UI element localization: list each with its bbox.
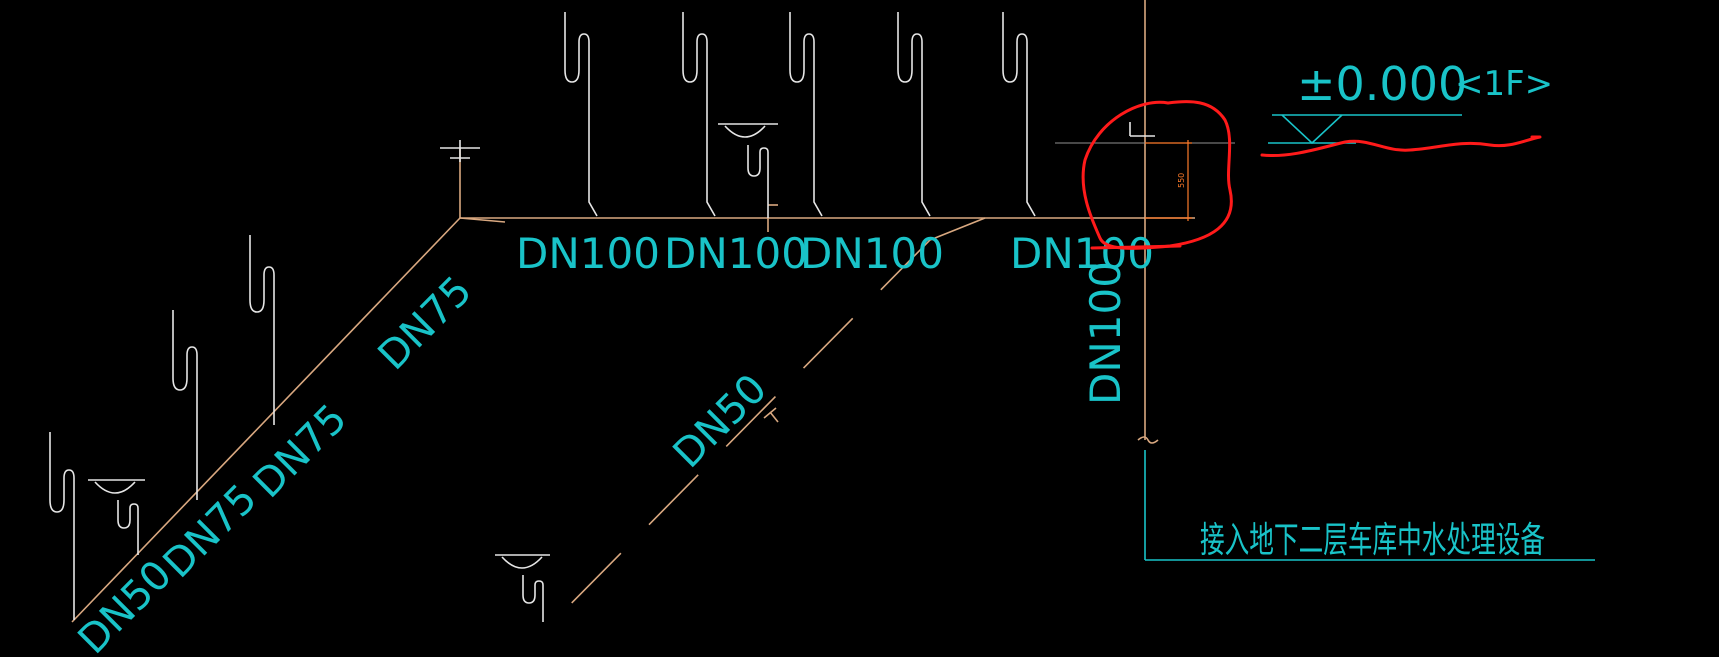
label-dn75-mid: DN75 [245,396,356,507]
outlet-leader [1144,450,1595,561]
floor-drain-diag [88,479,145,555]
label-dn75-low: DN75 [155,476,266,587]
floor-drain-main [718,123,778,218]
elevation-value: ±0.000 [1297,57,1467,111]
pipe-network [71,0,1195,631]
diagonal-pipe-dn50 [544,239,931,631]
dn50-tick [769,411,779,423]
label-dn100-a: DN100 [516,229,660,278]
trap-diag-2 [172,310,198,500]
red-markup [1081,100,1542,250]
trap-2 [682,12,716,217]
diagonal-joint [459,217,506,223]
diagonal-pipe-dn75 [71,217,461,623]
dn50-tick-2 [763,407,777,419]
floor-drain-bottom [495,554,550,622]
label-dn100-vertical: DN100 [1081,261,1130,405]
diagonal-joint-right [929,217,986,241]
markup-underline [1260,135,1542,158]
dimension-value: 550 [1177,173,1186,188]
elevation-triangle [1281,114,1343,145]
label-dn100-c: DN100 [800,229,944,278]
label-dn100-b: DN100 [664,229,808,278]
break-symbol [1137,436,1159,444]
markup-circle [1081,100,1233,250]
fixtures [49,12,1036,622]
trap-diag-1 [249,235,275,425]
trap-5 [1002,12,1036,217]
trap-1 [564,12,598,217]
outlet-note: 接入地下二层车库中水处理设备 [1200,520,1545,561]
label-dn75-upper: DN75 [370,268,481,379]
elevation-marker [1055,114,1462,221]
floor-tag: <1F> [1455,64,1553,104]
markup-tail [1090,244,1182,250]
label-dn50-center: DN50 [665,366,776,477]
label-dn100-d: DN100 [1010,229,1154,278]
trap-4 [897,12,931,217]
trap-3 [789,12,823,217]
trap-diag-3 [49,432,75,620]
